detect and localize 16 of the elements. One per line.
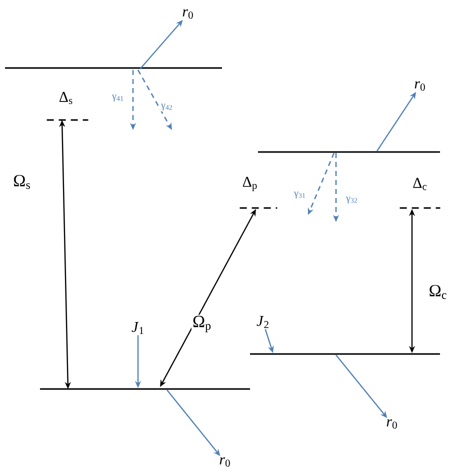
detuning-label: Δ$_{c}$: [413, 178, 427, 190]
edge-label: Ω$_{s}$: [12, 174, 32, 190]
symbol-label: r$_{0}$: [386, 419, 397, 429]
symbol-label: r$_{0}$: [220, 457, 230, 467]
symbol-label: J$_{1}$: [132, 322, 144, 334]
detuning-label: Δ$_{s}$: [59, 92, 72, 104]
edge-label: γ$_{41}$: [111, 94, 125, 102]
edge-label: γ$_{32}$: [345, 196, 359, 204]
edge-label: γ$_{31}$: [293, 190, 307, 200]
edge-label: γ$_{42}$: [160, 102, 174, 112]
symbol-label: r$_{0}$: [414, 81, 425, 91]
detuning-label: Δ$_{p}$: [242, 176, 257, 192]
symbol-label: r$_{0}$: [182, 9, 193, 19]
symbol-label: J$_{2}$: [256, 316, 268, 328]
edge-label: Ω$_{p}$: [191, 314, 213, 334]
edge-label: Ω$_{c}$: [428, 284, 448, 300]
